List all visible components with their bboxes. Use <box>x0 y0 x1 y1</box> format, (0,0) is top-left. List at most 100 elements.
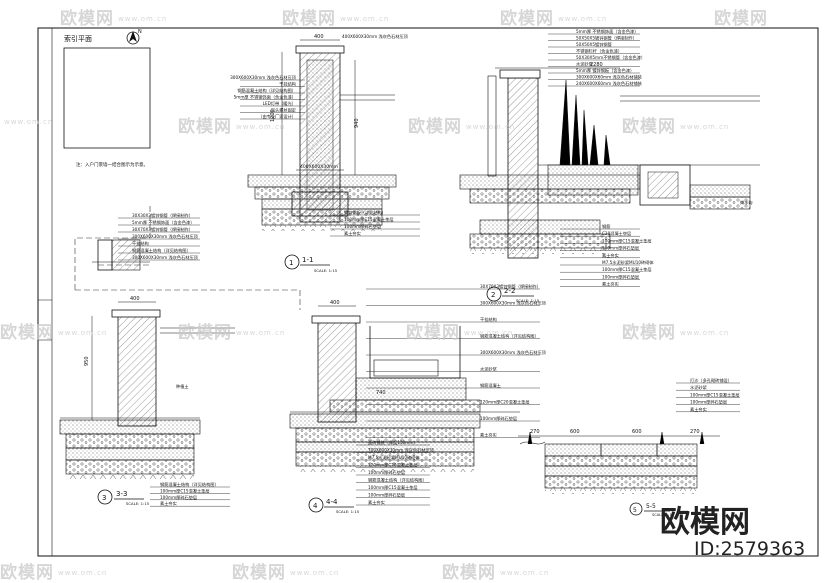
callout-label: 100mm厚C15混凝土垫层 <box>344 216 394 223</box>
callout-label: 素土夯实 <box>602 252 619 259</box>
callout-label: 120mm厚C20混凝土垫层 <box>368 462 418 469</box>
callout-label: 素土夯实 <box>690 406 707 413</box>
d1-dim-h1: 1200 <box>270 109 276 122</box>
callout-label: 50X50X5镀锌钢管 <box>576 41 612 48</box>
callout-label: 300X600X60mm 浅灰色石材铺装 <box>576 74 643 81</box>
d5-scale: SCALE: 1:15 <box>652 513 674 517</box>
d4-label: 4-4 <box>326 498 338 506</box>
callout-label: 钢筋 <box>602 223 610 230</box>
callout-label: 30X70X3镀锌钢管（焊接制作） <box>132 226 193 233</box>
callout-label: 300X600X30mm 浅灰色石材压顶 <box>480 300 547 307</box>
d2-scale: SCALE: 1:15 <box>516 298 540 303</box>
callout-label: 5mm厚 不锈钢饰面（含金色漆） <box>132 219 194 226</box>
d4-dim-w: 400 <box>330 300 340 306</box>
callout-label: 素土夯实 <box>602 281 619 288</box>
callout-label: 面砖铺装（厚度150mm） <box>368 439 418 446</box>
index-plan-note: 注：入户门景墙一结合图示为示意。 <box>76 161 148 168</box>
d2-dim-w: 2280 <box>590 62 603 68</box>
north-arrow-icon: N <box>126 29 142 45</box>
d3-dim-w: 400 <box>130 296 140 302</box>
d3-scale: SCALE: 1:15 <box>126 501 150 506</box>
callout-label: 50X50X5镀锌钢管（焊接制作） <box>576 35 637 42</box>
callout-label: 干挂结构 <box>132 240 149 247</box>
callout-label: 素土夯实 <box>160 500 177 507</box>
svg-text:1: 1 <box>289 259 293 267</box>
dimension-label: 600 <box>632 429 642 435</box>
svg-text:4: 4 <box>313 502 318 510</box>
svg-text:N: N <box>138 29 142 35</box>
callout-label: 100mm厚C15混凝土垫层 <box>690 391 740 398</box>
callout-label: 100mm厚C15混凝土垫层 <box>602 237 652 244</box>
callout-label: 100mm厚C15混凝土垫层 <box>602 266 652 273</box>
index-plan-title: 索引平面 <box>64 34 92 43</box>
dimension-label: 270 <box>690 429 700 435</box>
callout-label: LED灯带（暖光） <box>263 100 296 107</box>
callout-label: 水泥砂浆 <box>690 384 708 391</box>
brand-name: 欧模网 <box>660 505 750 540</box>
callout-label: 100mm厚碎石垫层 <box>344 223 381 230</box>
callout-label: 钢筋混凝土结构（详见结构图） <box>132 247 191 254</box>
section-detail-2-2: 2280 5mm厚 不锈钢饰面（含金色漆）50X50X5镀锌钢管（焊接制作）50… <box>459 28 760 303</box>
callout-label: 钢筋混凝土 <box>480 382 501 389</box>
callout-label: 100mm厚碎石垫层 <box>602 273 639 280</box>
d3-edge: 种植土 <box>176 383 189 390</box>
callout-label: 钢筋混凝土结构（详见结构图） <box>160 481 219 488</box>
d2-edge: 排水沟 <box>740 199 753 206</box>
callout-label: 钢筋混凝土结构（详见结构图） <box>480 333 539 340</box>
callout-label: 打沙（多孔砌砖铺设） <box>690 377 732 384</box>
callout-label: 300X600X30mm 浅灰色石材压顶 <box>132 254 199 261</box>
dimension-label: 270 <box>530 429 540 435</box>
dimension-label: 600 <box>570 429 580 435</box>
callout-label: 100mm厚碎石垫层 <box>160 494 197 501</box>
bracket-detail <box>92 239 150 271</box>
callout-label: 钢筋混凝土结构（详见结构图） <box>237 87 296 94</box>
callout-label: 不锈钢栏杆（含金色漆） <box>576 48 622 55</box>
callout-label: 700X600X30mm 浅灰色石材压顶 <box>368 447 435 454</box>
callout-label: 沉头螺丝固定 <box>271 107 296 114</box>
callout-label: 5mm厚 不锈钢饰面（含金色漆） <box>234 94 296 101</box>
callout-label: C20混凝土垫层 <box>602 230 631 237</box>
d3-dim-h: 950 <box>84 356 90 366</box>
callout-label: 镀锌钢板（详见结构） <box>344 209 386 216</box>
callout-label: 干挂结构 <box>279 81 296 88</box>
callout-label: 5mm厚 不锈钢饰面（含金色漆） <box>576 28 638 35</box>
callout-label: 100mm厚碎石垫层 <box>480 415 517 422</box>
callout-label: 100mm厚碎石垫层 <box>368 469 405 476</box>
d4-scale: SCALE: 1:15 <box>336 509 360 514</box>
callout-label: 240X600X60mm 浅灰色石材铺装 <box>576 80 643 87</box>
callout-label: 100mm厚碎石垫层 <box>368 492 405 499</box>
image-id: ID:2579363 <box>694 538 806 560</box>
d1-scale: SCALE: 1:15 <box>314 268 338 273</box>
callout-label: 50X30X5mm不锈钢管（含金色漆） <box>576 54 645 61</box>
section-detail-3-3: 400 950 30X30X3镀锌钢管（焊接制作）5mm厚 不锈钢饰面（含金色漆… <box>59 212 235 507</box>
callout-label: 钢筋混凝土结构（详见结构图） <box>368 477 427 484</box>
callout-label: 素土夯实 <box>480 432 497 439</box>
callout-label: 5mm厚 镀锌钢板（含金色漆） <box>576 67 634 74</box>
callout-label: 30X70X3镀锌钢管（焊接制作） <box>480 283 541 290</box>
section-detail-4-4: 400 740 30X70X3镀锌钢管（焊接制作）300X600X30mm 浅灰… <box>289 283 547 514</box>
callout-label: 100mm厚C15混凝土垫层 <box>368 484 418 491</box>
callout-label: （由专业厂家设计） <box>258 113 296 120</box>
svg-text:5: 5 <box>633 507 637 514</box>
d1-dim-h2: 940 <box>354 118 360 128</box>
callout-label: 100mm厚C15混凝土垫层 <box>160 487 210 494</box>
d5-label: 5-5 <box>646 503 656 510</box>
d1-label: 1-1 <box>302 256 313 264</box>
d1-dim-top: 400 <box>314 34 324 40</box>
callout-label: 300X600X30mm 浅灰色石材压顶 <box>230 74 297 81</box>
callout-label: 干挂结构 <box>480 316 497 323</box>
callout-label: 30X30X3镀锌钢管（焊接制作） <box>132 212 193 219</box>
callout-label: 300X600X30mm 浅灰色石材压顶 <box>132 233 199 240</box>
callout-label: 素土夯实 <box>368 499 385 506</box>
